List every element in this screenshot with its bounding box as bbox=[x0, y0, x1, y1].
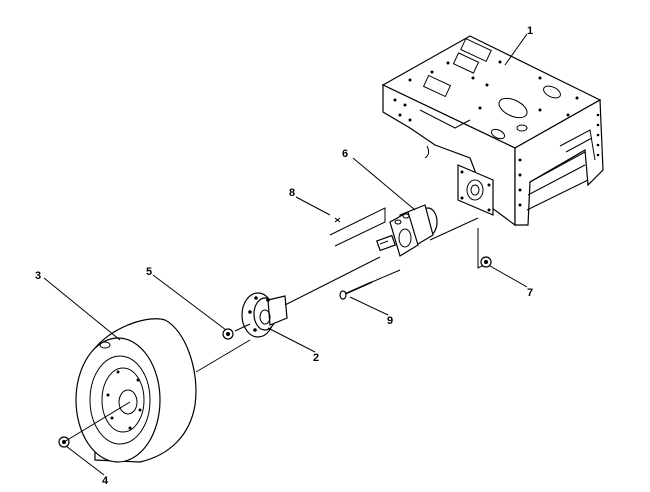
callout-4: 4 bbox=[102, 475, 109, 487]
frame-part bbox=[381, 35, 604, 227]
callout-2: 2 bbox=[313, 352, 319, 364]
leader-lines bbox=[43, 33, 528, 476]
hub-part bbox=[241, 292, 288, 338]
gasket-part bbox=[329, 207, 386, 247]
assembly-lines bbox=[63, 217, 479, 443]
callout-9: 9 bbox=[387, 315, 393, 327]
lug-nut-part-5 bbox=[222, 328, 234, 340]
callout-8: 8 bbox=[289, 187, 295, 199]
nut-part-7 bbox=[477, 228, 492, 269]
callout-1: 1 bbox=[527, 25, 533, 37]
callout-5: 5 bbox=[146, 266, 152, 278]
wheel-part bbox=[75, 318, 197, 463]
callout-6: 6 bbox=[342, 148, 348, 160]
callout-7: 7 bbox=[527, 287, 533, 299]
bolt-part-9 bbox=[339, 281, 373, 300]
callout-3: 3 bbox=[35, 270, 41, 282]
motor-part bbox=[376, 204, 438, 257]
